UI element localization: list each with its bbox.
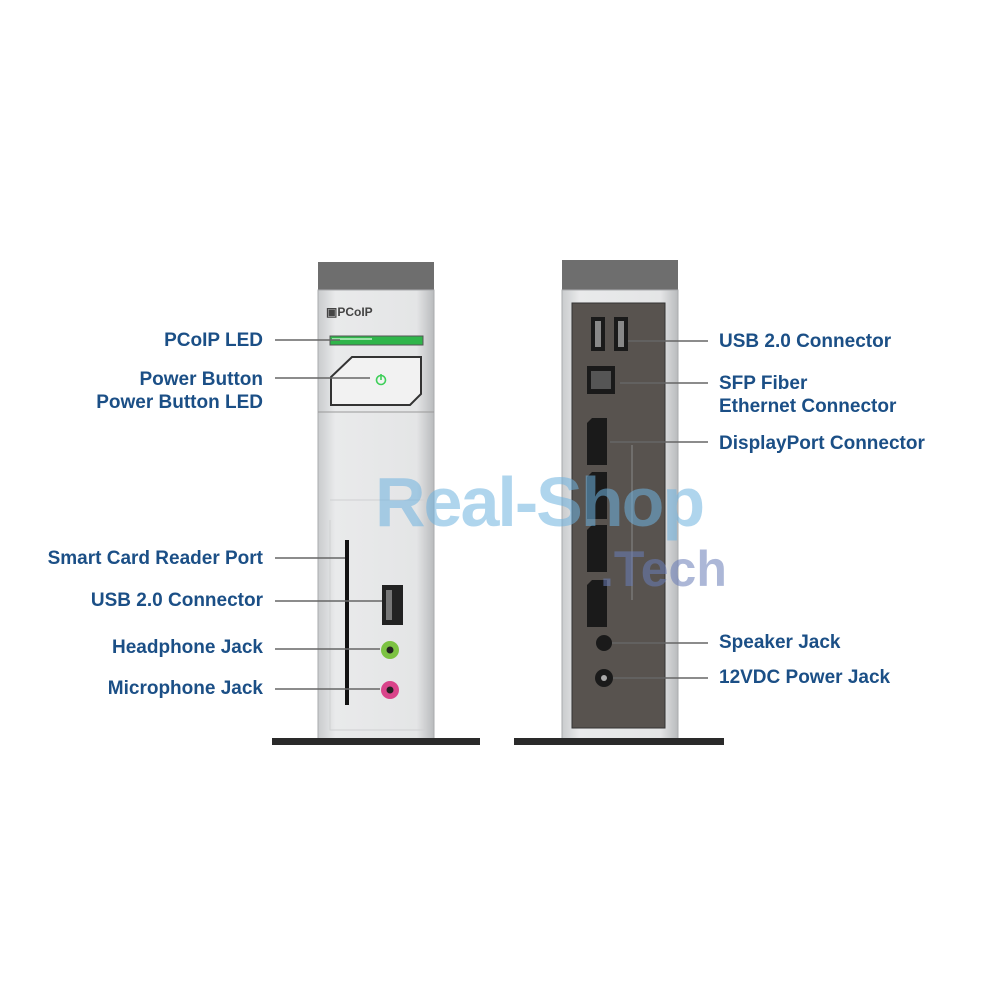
label-microphone-jack: Microphone Jack	[107, 678, 263, 699]
label-front-usb: USB 2.0 Connector	[90, 590, 263, 611]
rear-stand	[514, 738, 724, 745]
label-power-button: Power Button	[139, 369, 264, 390]
front-stand	[272, 738, 480, 745]
label-sfp-fiber: SFP Fiber	[719, 373, 808, 394]
front-usb-port[interactable]	[382, 585, 403, 625]
label-smart-card-reader: Smart Card Reader Port	[47, 548, 263, 569]
speaker-jack[interactable]	[596, 635, 612, 651]
rear-device	[514, 260, 724, 745]
label-power-jack: 12VDC Power Jack	[719, 667, 891, 688]
front-device: ▣PCoIP	[272, 262, 480, 745]
label-ethernet-connector: Ethernet Connector	[719, 396, 897, 417]
displayport-connectors[interactable]	[587, 418, 607, 627]
leader-lines	[275, 339, 708, 690]
label-power-button-led: Power Button LED	[96, 392, 263, 413]
label-speaker-jack: Speaker Jack	[719, 632, 841, 653]
label-rear-usb: USB 2.0 Connector	[719, 331, 892, 352]
label-pcoip-led: PCoIP LED	[164, 330, 263, 351]
pcoip-led	[329, 335, 424, 346]
smart-card-slot[interactable]	[345, 540, 349, 705]
label-displayport: DisplayPort Connector	[719, 433, 925, 454]
label-headphone-jack: Headphone Jack	[112, 637, 263, 658]
pcoip-logo: ▣PCoIP	[326, 305, 373, 319]
